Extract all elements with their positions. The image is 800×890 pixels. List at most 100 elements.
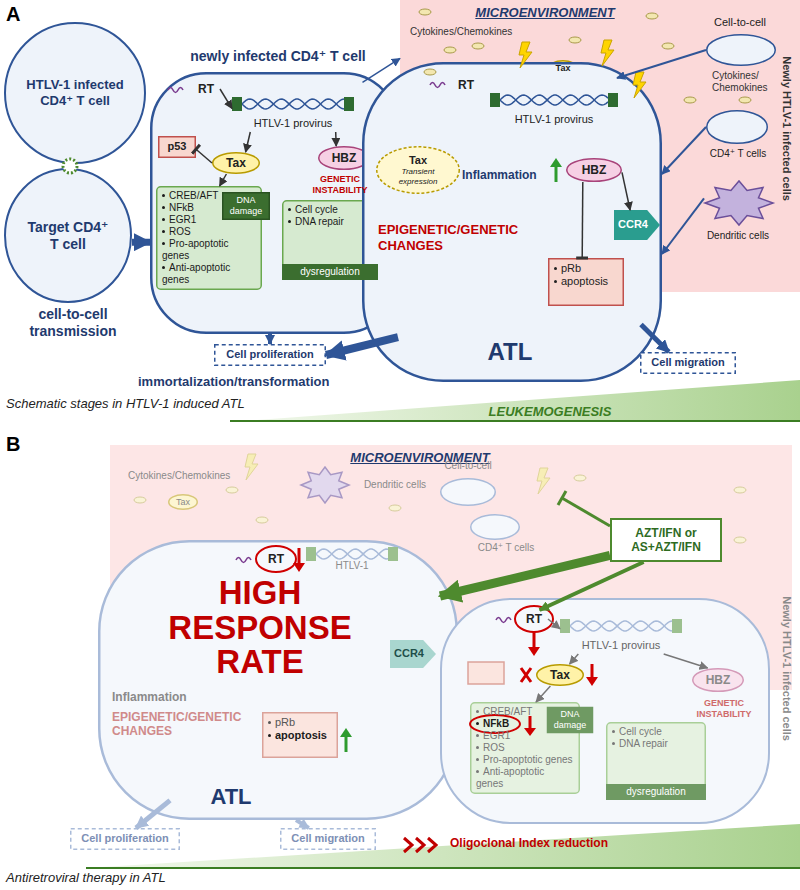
viral-rna [168,83,511,623]
node-text: ATL [196,784,266,810]
protein-ellipse: Tax [212,152,260,174]
node-text: DNA repair [288,216,372,228]
cytokine-particle [569,37,581,43]
ltr-block [672,619,682,633]
helix-strand [500,95,608,105]
connector-arrow [335,132,337,146]
connector-arrow [136,800,170,828]
helix-strand [242,99,344,109]
node-text: RT [268,552,284,566]
dendritic-cell: Dendritic cells [300,466,350,504]
cytokine-particle [739,97,751,103]
cell-circle-outline [5,23,145,163]
protein-ellipse-outline [377,147,460,194]
connector-arrow [622,172,630,210]
node-text: Tax [550,668,570,682]
enzyme-label: RT [192,80,220,98]
signal-name: Cytokines/Chemokines [128,470,258,482]
helix-strand [316,549,388,559]
cytokine-particle [684,97,696,103]
connector-arrow [641,324,669,352]
node-text: Cell proliferation [81,832,168,845]
lightning-symbol [245,454,258,480]
node-text: newly infected CD4⁺ T cell [168,48,388,65]
receptor-shape-outline [390,640,436,668]
node-text: RT [526,612,542,626]
node-text: apoptosis [554,275,618,288]
helix-strand [570,621,672,631]
panel-letter: A [6,2,36,26]
protein-box: pRbapoptosis [262,712,338,758]
node-text: RT [458,78,474,92]
node-text: AZT/IFN or AS+AZT/IFN [614,526,718,555]
protein-ellipse-outline [319,147,370,170]
lightning-symbol [601,40,614,66]
node-text: Pro-apoptotic genes [162,238,256,262]
decrease-arrow [533,632,536,649]
protein-box-outline [549,259,624,306]
ltr-block [608,93,618,107]
connector-arrow [220,89,232,109]
provirus: HTLV-1 provirus [560,618,682,654]
decrease-arrow [524,728,536,736]
protein-box: pRbapoptosis [548,258,624,306]
connector-arrow [132,239,150,246]
helix-strand [242,99,344,109]
node-text: p53 [168,140,187,153]
side-note: Newly HTLV-1 infected cells [779,574,792,764]
viral-rna [168,88,183,93]
band-ground [86,824,800,868]
stage-band-line [230,420,800,422]
protein-ellipse: Tax [168,494,198,510]
protein-box-outline [159,137,196,158]
result-note: Oligoclonal Index reduction [450,836,640,850]
connector-arrow [536,686,550,702]
connector-arrow [548,619,560,629]
stage-name: immortalization/transformation [138,374,378,390]
helix-strand [570,621,672,631]
cytokine-particle [226,487,238,493]
effect-note: EPIGENETIC/GENETIC CHANGES [378,222,538,253]
connector-arrow [664,654,708,668]
increase-arrow [340,158,562,752]
band-ground [86,867,800,869]
node-text: Dendritic cells [700,230,776,242]
cytokine-particle [646,13,658,19]
lightning-symbol [537,468,550,494]
lightning-symbol [519,40,646,98]
small-cell: Cell-to-cell [440,478,496,506]
ltr-block [344,97,354,111]
node-text: HBZ [582,163,607,177]
outcome-box-outline [215,345,326,366]
viral-rna [236,558,251,563]
small-cell: CD4⁺ T cells [706,110,768,144]
node-text: Tax [409,154,427,167]
dendritic-cell: Dendritic cells [704,180,774,226]
node-text: HBZ [332,151,357,165]
node-text: HIGH RESPONSE RATE [160,576,360,680]
node-text: CD4⁺ T cells [466,542,546,554]
node-text: EGR1 [476,730,574,742]
decrease-arrow [293,548,598,736]
protein-ellipse-outline [213,153,260,174]
protein-box-outline [263,713,338,758]
dysregulation-box-outline [607,723,706,800]
outcome-box: Cell migration [280,828,376,850]
cytokine-particle [256,517,268,523]
connector-arrow [581,182,583,258]
node-text: Cell migration [291,832,364,845]
empty-protein-box [468,662,504,684]
increase-arrow [550,158,562,167]
connector-arrow [662,127,706,174]
node-text: HTLV-1 [335,560,368,572]
node-text: dysregulation [282,264,378,280]
protein-ellipse: Tax [536,664,584,686]
connector-arrow [246,132,251,152]
increase-arrow [345,735,348,752]
node-text: DNA damage [226,195,266,217]
node-text: Cell-to-cell [428,460,508,472]
cell-body-outline [441,599,769,823]
protein-ellipse: HBZ [566,158,622,182]
node-text: CCR4 [394,647,424,660]
